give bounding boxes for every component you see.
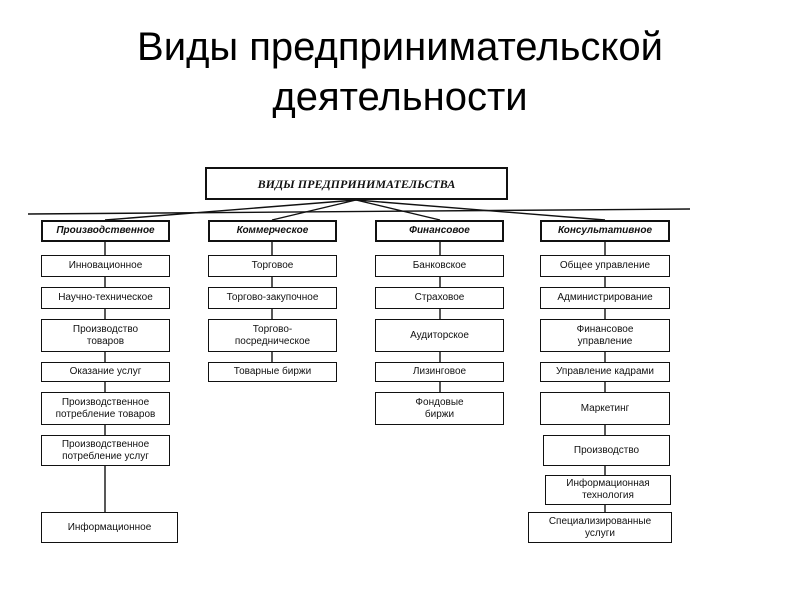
- node-trade-purchasing: Торгово-закупочное: [208, 287, 337, 309]
- node-industrial-goods-consumption: Производственное потребление товаров: [41, 392, 170, 425]
- node-service-provision: Оказание услуг: [41, 362, 170, 382]
- connector-root-col1: [104, 199, 357, 221]
- connector-horizontal-bar: [27, 208, 691, 215]
- node-general-management: Общее управление: [540, 255, 670, 277]
- node-specialized-services: Специализированные услуги: [528, 512, 672, 543]
- node-hr-management: Управление кадрами: [540, 362, 670, 382]
- node-stock-exchanges: Фондовые биржи: [375, 392, 504, 425]
- node-innovative: Инновационное: [41, 255, 170, 277]
- category-header-consulting: Консультативное: [540, 220, 670, 242]
- node-banking: Банковское: [375, 255, 504, 277]
- node-administration: Администрирование: [540, 287, 670, 309]
- node-information-technology: Информационная технология: [545, 475, 671, 505]
- node-marketing: Маркетинг: [540, 392, 670, 425]
- node-financial-management: Финансовое управление: [540, 319, 670, 352]
- category-header-production: Производственное: [41, 220, 170, 242]
- connector-root-col2: [271, 199, 357, 221]
- node-leasing: Лизинговое: [375, 362, 504, 382]
- slide-title: Виды предпринимательской деятельности: [0, 22, 800, 122]
- node-informational: Информационное: [41, 512, 178, 543]
- node-industrial-services-consumption: Производственное потребление услуг: [41, 435, 170, 466]
- node-insurance: Страховое: [375, 287, 504, 309]
- slide-title-line-1: Виды предпринимательской: [137, 25, 663, 69]
- node-commodity-exchanges: Товарные биржи: [208, 362, 337, 382]
- category-header-commercial: Коммерческое: [208, 220, 337, 242]
- node-goods-production: Производство товаров: [41, 319, 170, 352]
- category-header-financial: Финансовое: [375, 220, 504, 242]
- root-node: ВИДЫ ПРЕДПРИНИМАТЕЛЬСТВА: [205, 167, 508, 200]
- node-auditing: Аудиторское: [375, 319, 504, 352]
- node-scientific-technical: Научно-техническое: [41, 287, 170, 309]
- slide-title-line-2: деятельности: [272, 75, 528, 119]
- connector-root-col3: [355, 199, 441, 221]
- node-trade-intermediary: Торгово- посредническое: [208, 319, 337, 352]
- node-production: Производство: [543, 435, 670, 466]
- node-trade: Торговое: [208, 255, 337, 277]
